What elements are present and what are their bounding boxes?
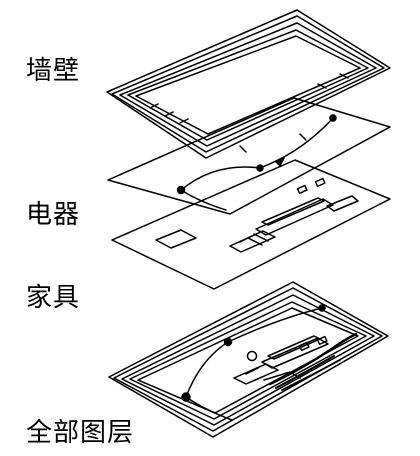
wall-layer [106,9,391,159]
electrical-layer-label: 电器 [26,200,81,230]
all-layers-composite [108,281,389,438]
furniture-layer [111,159,391,290]
all-layers-label: 全部图层 [26,418,135,448]
furniture-layer-label: 家具 [26,283,81,313]
wall-layer-label: 墙壁 [26,56,81,86]
